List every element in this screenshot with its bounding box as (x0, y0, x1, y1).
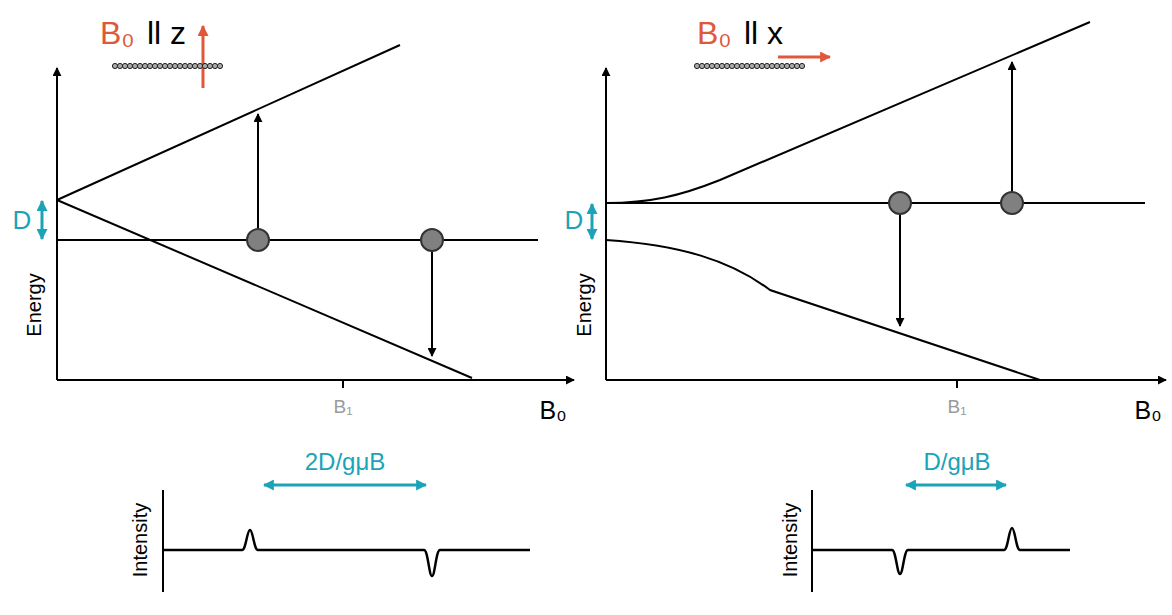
energy-axis (605, 68, 607, 380)
axis-tick (956, 380, 958, 388)
axis-title: B₀ (539, 398, 566, 423)
chain-atom (212, 63, 217, 68)
splitting-label: D/gμB (923, 450, 990, 474)
chain-atom (699, 63, 704, 68)
chain-atom (744, 63, 749, 68)
population-dot (421, 229, 443, 251)
chain-atom (117, 63, 122, 68)
chain-atom (167, 63, 172, 68)
chain-atom (152, 63, 157, 68)
chain-atom (192, 63, 197, 68)
chain-atom (122, 63, 127, 68)
chain-atom (774, 63, 779, 68)
chain-atom (177, 63, 182, 68)
chain-atom (749, 63, 754, 68)
intensity-axis (811, 490, 813, 592)
energy-level (606, 202, 1145, 204)
field-direction: ll z (147, 17, 186, 49)
chain-atom (779, 63, 784, 68)
chain-atom (182, 63, 187, 68)
chain-atom (789, 63, 794, 68)
field-axis (606, 379, 1166, 381)
field-direction: ll x (744, 17, 783, 49)
chain-atom (734, 63, 739, 68)
chain-atom (132, 63, 137, 68)
chain-atom (137, 63, 142, 68)
axis-title: Energy (24, 273, 44, 336)
splitting-arrow (41, 201, 44, 239)
population-dot (247, 229, 269, 251)
chain-atom (197, 63, 202, 68)
energy-level (606, 240, 1040, 380)
field-symbol: B₀ (697, 17, 732, 49)
zfs-label: D (13, 207, 32, 233)
zfs-label: D (565, 207, 584, 233)
splitting-label: 2D/gμB (305, 450, 386, 474)
energy-level (57, 200, 472, 378)
splitting-arrow (591, 204, 594, 239)
energy-level (57, 45, 400, 200)
chain-atom (694, 63, 699, 68)
field-axis (57, 379, 574, 381)
tick-label: B₁ (333, 397, 352, 416)
chain-atom (784, 63, 789, 68)
molecule-chains (112, 63, 804, 68)
chain-atom (142, 63, 147, 68)
chain-atom (147, 63, 152, 68)
chain-atom (769, 63, 774, 68)
chain-atom (112, 63, 117, 68)
chain-atom (799, 63, 804, 68)
energy-level (57, 239, 538, 241)
chain-atom (729, 63, 734, 68)
chain-atom (172, 63, 177, 68)
chain-atom (709, 63, 714, 68)
chain-atom (764, 63, 769, 68)
left-panel (42, 26, 574, 592)
energy-level (606, 22, 1090, 203)
splitting-arrow (264, 484, 426, 487)
splitting-arrow (906, 484, 1006, 487)
chain-atom (794, 63, 799, 68)
chain-atom (187, 63, 192, 68)
chain-atom (217, 63, 222, 68)
spectrum-trace (812, 528, 1070, 574)
field-arrow (202, 26, 205, 88)
transition-arrow (431, 240, 433, 356)
energy-axis (56, 68, 58, 380)
chain-atom (207, 63, 212, 68)
axis-tick (342, 380, 344, 388)
transition-arrow (257, 114, 259, 240)
chain-atom (202, 63, 207, 68)
chain-atom (704, 63, 709, 68)
chain-atom (754, 63, 759, 68)
field-arrow (778, 56, 830, 59)
chain-atom (724, 63, 729, 68)
axis-title: B₀ (1134, 398, 1161, 423)
axis-title: Intensity (130, 503, 150, 577)
chain-atom (719, 63, 724, 68)
chain-atom (157, 63, 162, 68)
chain-atom (739, 63, 744, 68)
chain-atom (759, 63, 764, 68)
intensity-axis (162, 490, 164, 592)
tick-label: B₁ (947, 397, 966, 416)
transition-arrow (1011, 62, 1013, 203)
population-dot (1001, 192, 1023, 214)
chain-atom (714, 63, 719, 68)
chain-atom (127, 63, 132, 68)
axis-title: Intensity (780, 503, 800, 577)
right-panel (592, 22, 1166, 592)
spectrum-trace (163, 530, 530, 576)
population-dot (889, 192, 911, 214)
chain-atom (162, 63, 167, 68)
field-symbol: B₀ (100, 17, 135, 49)
axis-title: Energy (574, 273, 594, 336)
transition-arrow (899, 203, 901, 326)
